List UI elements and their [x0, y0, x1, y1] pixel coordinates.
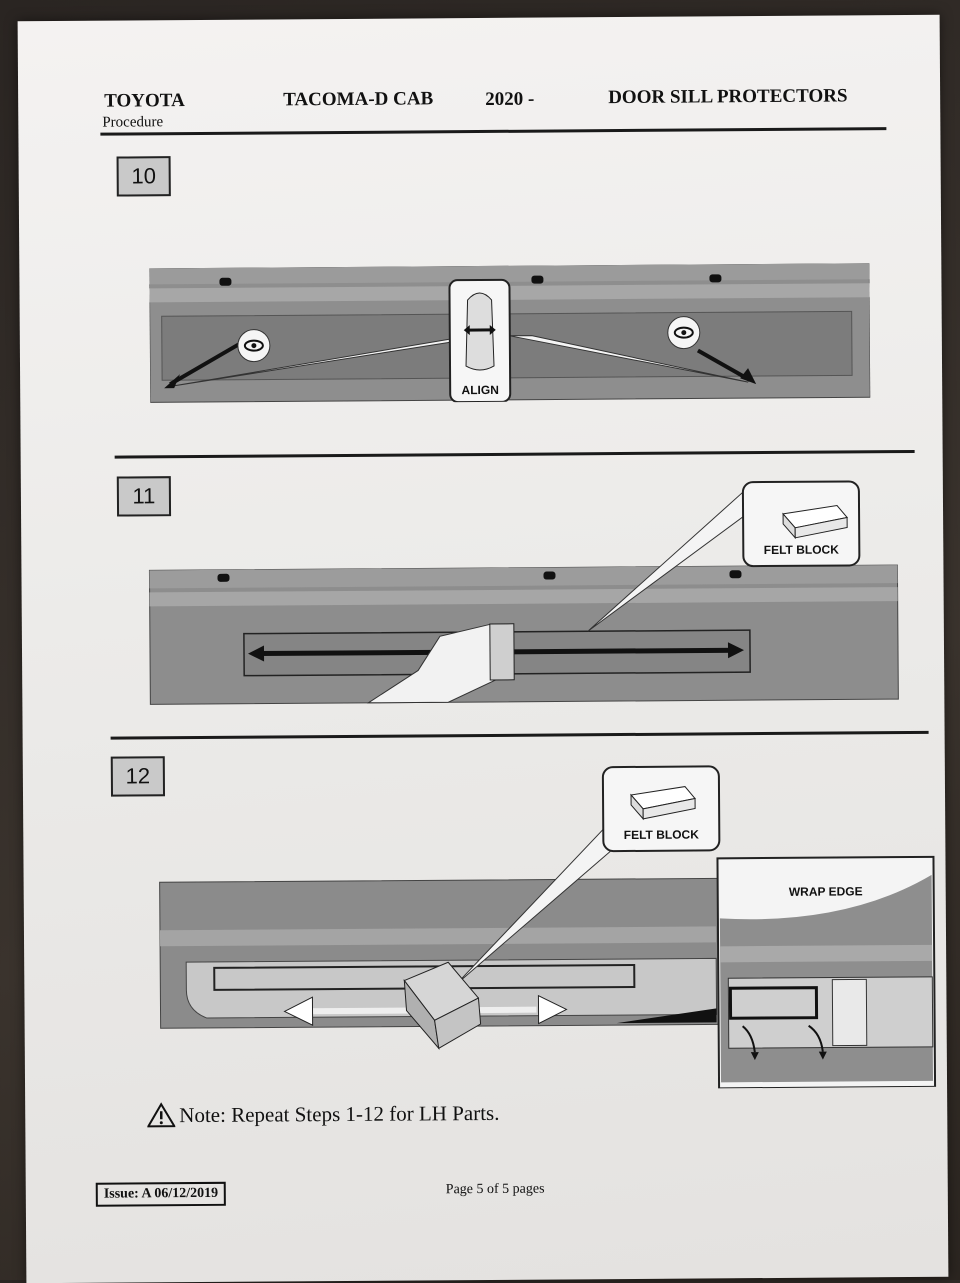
mounting-hole: [709, 274, 721, 282]
eye-icon: [668, 316, 700, 348]
procedure-label: Procedure: [102, 114, 163, 131]
page-number: Page 5 of 5 pages: [446, 1182, 545, 1199]
section-rule: [111, 731, 929, 740]
document-title: DOOR SILL PROTECTORS: [608, 85, 847, 109]
mounting-hole: [729, 570, 741, 578]
model-year: 2020 -: [485, 89, 534, 111]
step-12-illustration: FELT BLOCK WRAP EDGE: [155, 745, 947, 1093]
align-label: ALIGN: [461, 383, 498, 397]
repeat-note: Note: Repeat Steps 1-12 for LH Parts.: [147, 1100, 499, 1128]
model-name: TACOMA-D CAB: [283, 88, 433, 111]
felt-block-icon: [490, 624, 514, 680]
mounting-hole: [219, 278, 231, 286]
felt-block-label: FELT BLOCK: [624, 827, 700, 842]
warning-triangle-icon: [147, 1102, 175, 1128]
mounting-hole: [543, 571, 555, 579]
felt-block-callout: FELT BLOCK: [743, 481, 860, 566]
brand-name: TOYOTA: [104, 90, 185, 113]
document-page: TOYOTA Procedure TACOMA-D CAB 2020 - DOO…: [18, 15, 949, 1283]
wrap-edge-inset: WRAP EDGE: [717, 857, 935, 1089]
section-rule: [115, 450, 915, 459]
step-10-illustration: ALIGN: [149, 263, 870, 404]
felt-block-callout: FELT BLOCK: [603, 766, 720, 851]
note-text: Note: Repeat Steps 1-12 for LH Parts.: [179, 1100, 499, 1127]
mounting-hole: [217, 574, 229, 582]
wrap-edge-label: WRAP EDGE: [789, 884, 863, 899]
mounting-hole: [531, 276, 543, 284]
step-11-illustration: FELT BLOCK: [147, 461, 909, 710]
felt-block-label: FELT BLOCK: [764, 543, 840, 558]
header-rule: [100, 127, 886, 135]
issue-stamp: Issue: A 06/12/2019: [96, 1182, 227, 1207]
step-10-number: 10: [117, 156, 171, 196]
align-callout: ALIGN: [449, 280, 510, 402]
eye-icon: [238, 329, 270, 361]
